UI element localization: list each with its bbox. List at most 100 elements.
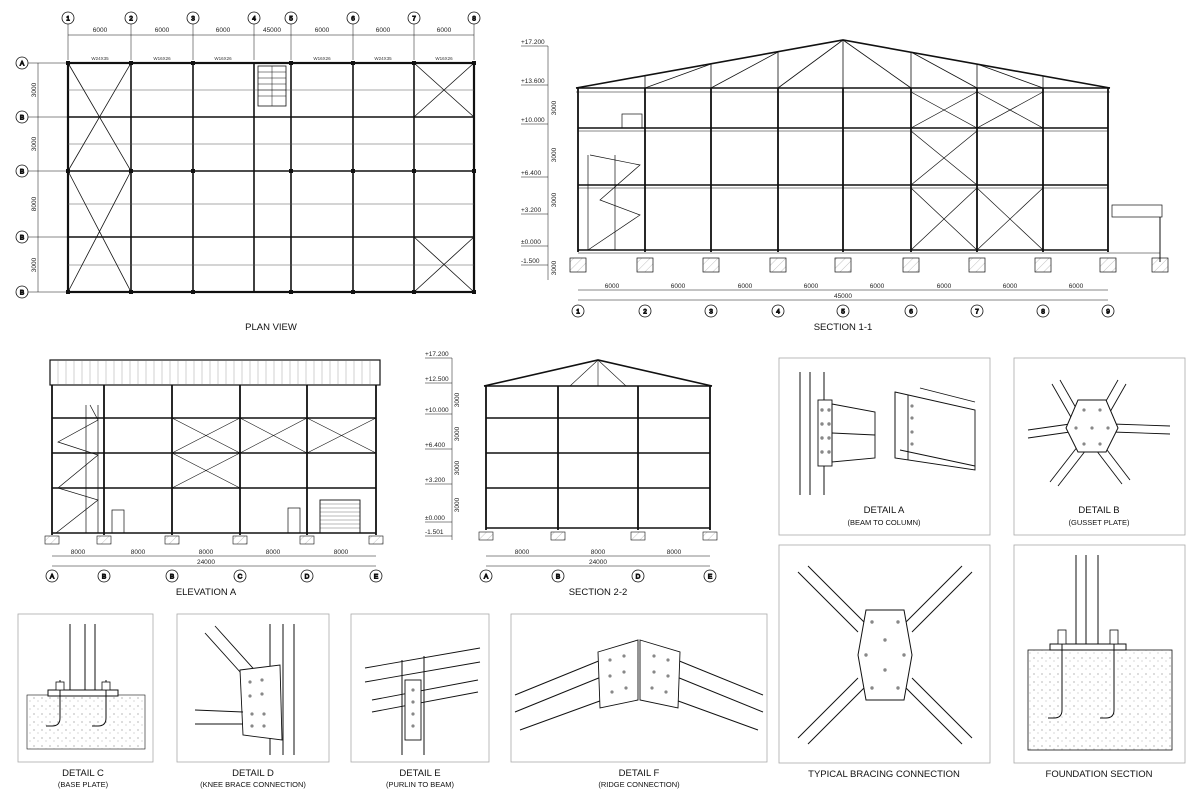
elevation-a: 8000 8000 8000 8000 8000 24000 A B B C D… — [44, 359, 384, 598]
detail-a: DETAIL A (BEAM TO COLUMN) — [778, 357, 991, 536]
detail-c: DETAIL C (BASE PLATE) — [17, 613, 154, 789]
member-label: W16X26 — [153, 56, 171, 61]
grid-label: B — [20, 235, 24, 242]
section-2-2-title: SECTION 2-2 — [569, 587, 628, 598]
detail-b-subtitle: (GUSSET PLATE) — [1069, 518, 1130, 527]
member-label: W24X35 — [374, 56, 392, 61]
grid-label: B — [170, 574, 174, 581]
detail-e: DETAIL E (PURLIN TO BEAM) — [350, 613, 490, 789]
s11-dim: 6000 — [605, 283, 620, 290]
s11-dim: 6000 — [937, 283, 952, 290]
grid-label: 7 — [412, 16, 416, 23]
member-label: W16X26 — [214, 56, 232, 61]
level-label: +12.500 — [425, 376, 449, 383]
grid-label: 1 — [66, 16, 70, 23]
grid-label: 4 — [252, 16, 256, 23]
plan-grid-bubbles-left: A B B B B — [15, 56, 29, 299]
detail-b: DETAIL B (GUSSET PLATE) — [1013, 357, 1186, 536]
detail-e-subtitle: (PURLIN TO BEAM) — [386, 780, 455, 789]
grid-label: 4 — [776, 309, 780, 316]
plan-dim: 45000 — [263, 27, 281, 34]
grid-label: B — [102, 574, 106, 581]
detail-b-title: DETAIL B — [1078, 505, 1119, 516]
detail-a-subtitle: (BEAM TO COLUMN) — [847, 518, 921, 527]
grid-label: B — [556, 574, 560, 581]
grid-label: 8 — [472, 16, 476, 23]
bracing-title: TYPICAL BRACING CONNECTION — [808, 769, 960, 780]
s11-dim: 6000 — [738, 283, 753, 290]
plan-side-dim: 3000 — [31, 257, 38, 272]
level-label: +6.400 — [521, 170, 541, 177]
grid-label: D — [636, 574, 641, 581]
level-label: +17.200 — [521, 39, 545, 46]
foundation-section: FOUNDATION SECTION — [1013, 544, 1186, 780]
grid-label: 7 — [975, 309, 979, 316]
plan-grid-bubbles-top: 1 2 3 4 5 6 7 8 — [61, 11, 481, 25]
grid-label: 2 — [129, 16, 133, 23]
section-2-2: +17.200 +12.500 +10.000 +6.400 +3.200 ±0… — [425, 351, 718, 598]
detail-a-title: DETAIL A — [864, 505, 905, 516]
detail-d-subtitle: (KNEE BRACE CONNECTION) — [200, 780, 306, 789]
s22-dim: 8000 — [667, 549, 682, 556]
level-label: +10.000 — [425, 407, 449, 414]
section-1-1: +17.200 +13.600 +10.000 +6.400 +3.200 ±0… — [521, 39, 1169, 333]
elev-grid-bubbles: A B B C D E — [45, 569, 383, 583]
detail-d: DETAIL D (KNEE BRACE CONNECTION) — [176, 613, 330, 789]
level-label: +3.200 — [425, 477, 445, 484]
plan-dim: 6000 — [93, 27, 108, 34]
grid-label: 6 — [909, 309, 913, 316]
detail-e-title: DETAIL E — [399, 768, 440, 779]
plan-dim: 6000 — [437, 27, 452, 34]
detail-c-title: DETAIL C — [62, 768, 104, 779]
grid-label: 5 — [841, 309, 845, 316]
plan-side-dim: 3000 — [31, 136, 38, 151]
grid-label: A — [50, 574, 55, 581]
section-1-1-title: SECTION 1-1 — [814, 322, 873, 333]
elev-dim: 8000 — [334, 549, 349, 556]
grid-label: C — [238, 574, 243, 581]
plan-dim: 6000 — [216, 27, 231, 34]
detail-f: DETAIL F (RIDGE CONNECTION) — [510, 613, 768, 789]
s22-dim: 8000 — [515, 549, 530, 556]
s22-side-dim: 3000 — [454, 460, 461, 475]
grid-label: E — [708, 574, 713, 581]
grid-label: 2 — [643, 309, 647, 316]
grid-label: A — [20, 61, 25, 68]
elev-dim: 8000 — [266, 549, 281, 556]
level-label: -1.500 — [521, 258, 540, 265]
s11-total-dim: 45000 — [834, 293, 852, 300]
grid-label: B — [20, 290, 24, 297]
s22-side-dim: 3000 — [454, 392, 461, 407]
level-label: -1.501 — [425, 529, 444, 536]
s11-side-dim: 3000 — [551, 147, 558, 162]
grid-label: 8 — [1041, 309, 1045, 316]
plan-side-dim: 8000 — [31, 196, 38, 211]
member-label: W16X26 — [313, 56, 331, 61]
s22-side-dim: 3000 — [454, 497, 461, 512]
s11-grid-bubbles: 1 2 3 4 5 6 7 8 9 — [571, 304, 1115, 318]
level-label: +3.200 — [521, 207, 541, 214]
grid-label: 1 — [576, 309, 580, 316]
s11-dim: 6000 — [870, 283, 885, 290]
grid-label: 6 — [351, 16, 355, 23]
detail-f-subtitle: (RIDGE CONNECTION) — [598, 780, 680, 789]
plan-view: 1 2 3 4 5 6 7 8 6000 6000 6000 45000 600… — [15, 11, 481, 333]
plan-dim: 6000 — [315, 27, 330, 34]
s11-side-dim: 3000 — [551, 100, 558, 115]
typical-bracing: TYPICAL BRACING CONNECTION — [778, 544, 991, 780]
level-label: +10.000 — [521, 117, 545, 124]
grid-label: 5 — [289, 16, 293, 23]
elev-dim: 8000 — [131, 549, 146, 556]
s22-total-dim: 24000 — [589, 559, 607, 566]
elev-dim: 8000 — [71, 549, 86, 556]
level-label: +6.400 — [425, 442, 445, 449]
plan-dim: 6000 — [376, 27, 391, 34]
member-label: W24X35 — [91, 56, 109, 61]
grid-label: D — [305, 574, 310, 581]
plan-dim: 6000 — [155, 27, 170, 34]
grid-label: B — [20, 169, 24, 176]
foundation-title: FOUNDATION SECTION — [1046, 769, 1153, 780]
elev-total-dim: 24000 — [197, 559, 215, 566]
member-label: W16X26 — [435, 56, 453, 61]
s22-dim: 8000 — [591, 549, 606, 556]
